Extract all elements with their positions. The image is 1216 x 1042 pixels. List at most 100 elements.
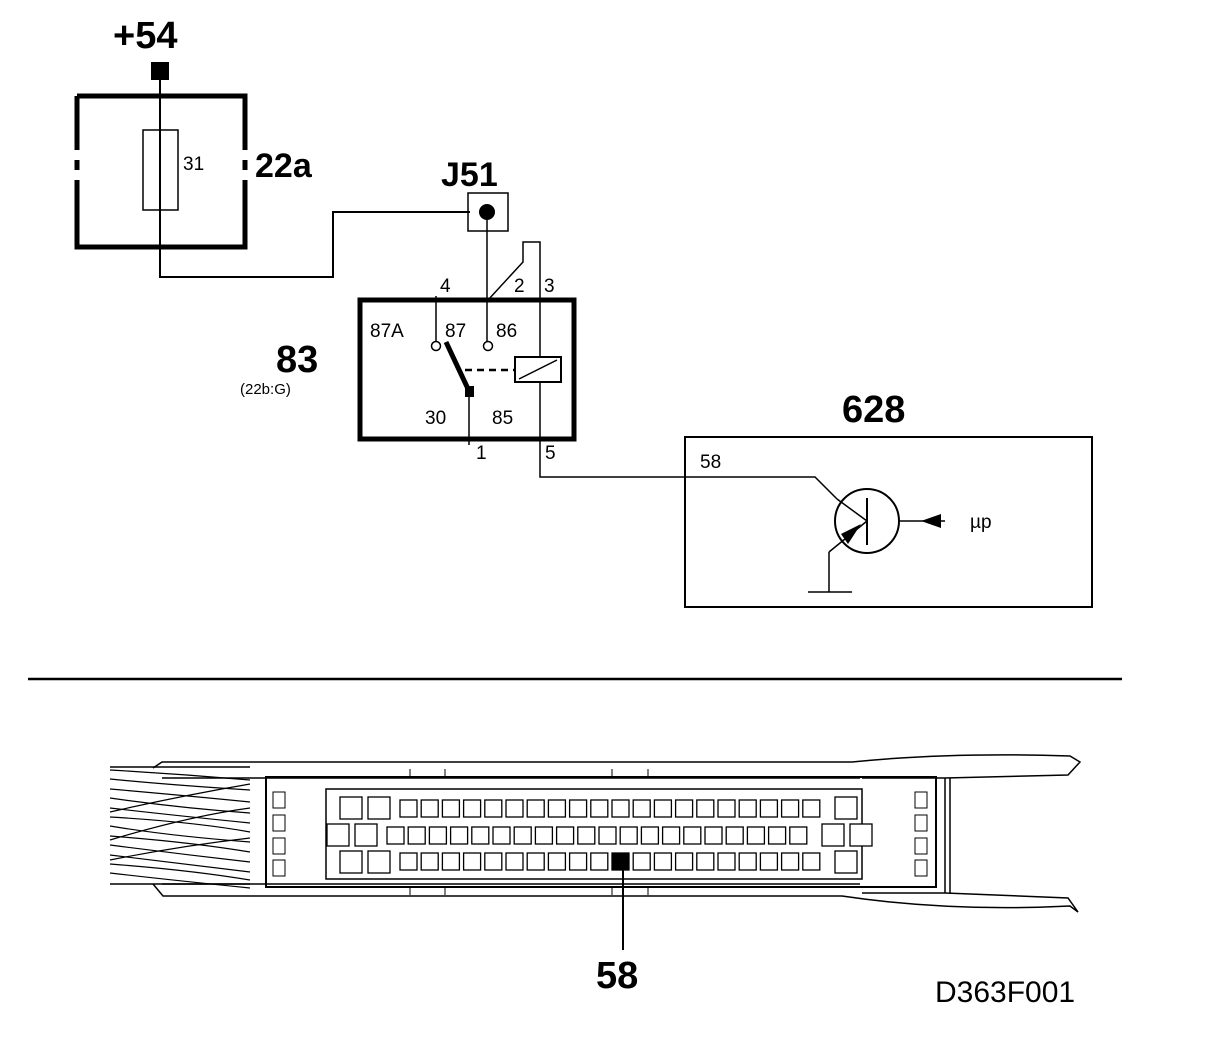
connector-pin [598,826,617,845]
wire-pin5-to-628 [539,382,838,500]
relay-coil [514,356,562,383]
switch-pivot [465,386,474,397]
pin-callout-label: 58 [596,955,638,997]
connector-pin [420,852,439,871]
relay-83: 83 (22b:G) 4 2 3 1 5 87A 87 86 30 85 [240,220,838,500]
control-unit-628: 628 58 µp [684,389,1093,608]
contact-87 [482,340,494,352]
connector-pin [619,826,638,845]
control-unit-box [684,436,1093,608]
connector-pin [725,826,744,845]
connector-pin [462,852,482,871]
connector-pin-large [834,850,858,874]
connector-pin [704,826,723,845]
control-unit-pin: 58 [700,452,721,473]
connector-pin [661,826,681,845]
supply-terminal [151,62,169,80]
connector-pin [526,852,545,871]
switch-arm [443,340,472,393]
connector-pin [399,799,418,818]
contact-87a [430,340,442,352]
connector-pin [780,852,800,871]
relay-pin-3: 3 [544,276,555,297]
transistor-arrow [841,524,861,544]
connector-pin [653,799,673,818]
ground-symbol [808,552,852,593]
connector-pin-large [339,796,363,820]
connector-pin-large [326,823,350,847]
terminal-87a: 87A [370,321,404,342]
connector-pin [738,852,757,871]
connector-pin [759,852,779,871]
connector-pin [759,799,779,818]
connector-pin [505,799,524,818]
connector-pin [399,852,418,871]
relay-sublabel: (22b:G) [240,381,291,398]
fuse-box: 31 22a [74,93,313,250]
connector-housing [265,776,937,888]
wire-pin2-pin3 [487,241,541,357]
connector-pin [441,799,461,818]
connector-pin [696,852,715,871]
relay-pin-2: 2 [514,276,525,297]
connector-pin [590,799,609,818]
connector-pin [640,826,660,845]
connector-pin [407,826,426,845]
connector-pin [674,852,694,871]
supply-label: +54 [113,15,177,57]
terminal-30: 30 [425,408,446,429]
relay-pin-1: 1 [476,443,487,464]
connector-pin-large [354,823,378,847]
connector-pin [717,799,736,818]
connector-pin [534,826,554,845]
connector-pin-large [849,823,873,847]
connector-pin [492,826,511,845]
connector-pin [428,826,448,845]
connector-pin [505,852,524,871]
connector-pin-58 [611,852,630,871]
connector-pin [683,826,702,845]
connector-pin [746,826,766,845]
junction-j51: J51 [441,156,509,232]
connector-pin [674,799,694,818]
connector-pin [632,852,651,871]
junction-label: J51 [441,156,498,194]
fuse-box-label: 22a [255,147,313,185]
control-unit-label: 628 [842,389,905,431]
connector-pin [441,852,461,871]
relay-pin-4: 4 [440,276,451,297]
connector-pin [590,852,609,871]
connector-pin [780,799,800,818]
connector-pin [802,852,821,871]
connector-pin [547,852,567,871]
connector-pin-large [821,823,845,847]
terminal-87: 87 [445,321,466,342]
relay-pin-5: 5 [545,443,556,464]
input-arrow-icon [921,514,941,528]
connector-pin [767,826,787,845]
terminal-85: 85 [492,408,513,429]
connector-pin [802,799,821,818]
connector-pin [568,799,588,818]
relay-box [357,297,577,442]
connector-pin [484,799,503,818]
connector-pin [738,799,757,818]
connector-pin [577,826,596,845]
control-unit-input-label: µp [970,512,992,533]
wire-bundle [109,769,251,889]
connector-pin [696,799,715,818]
connector-pin-large [367,850,391,874]
connector-pin [513,826,532,845]
connector-pin [420,799,439,818]
connector-pin [526,799,545,818]
connector-pin [386,826,405,845]
connector-pin [462,799,482,818]
connector-pins [326,796,873,874]
supply-wire [159,80,470,278]
connector-pin [547,799,567,818]
drawing-code: D363F001 [935,976,1075,1009]
connector-pin-large [834,796,858,820]
ecu-connector-drawing: 58 [109,754,1082,997]
connector-pin [611,799,630,818]
